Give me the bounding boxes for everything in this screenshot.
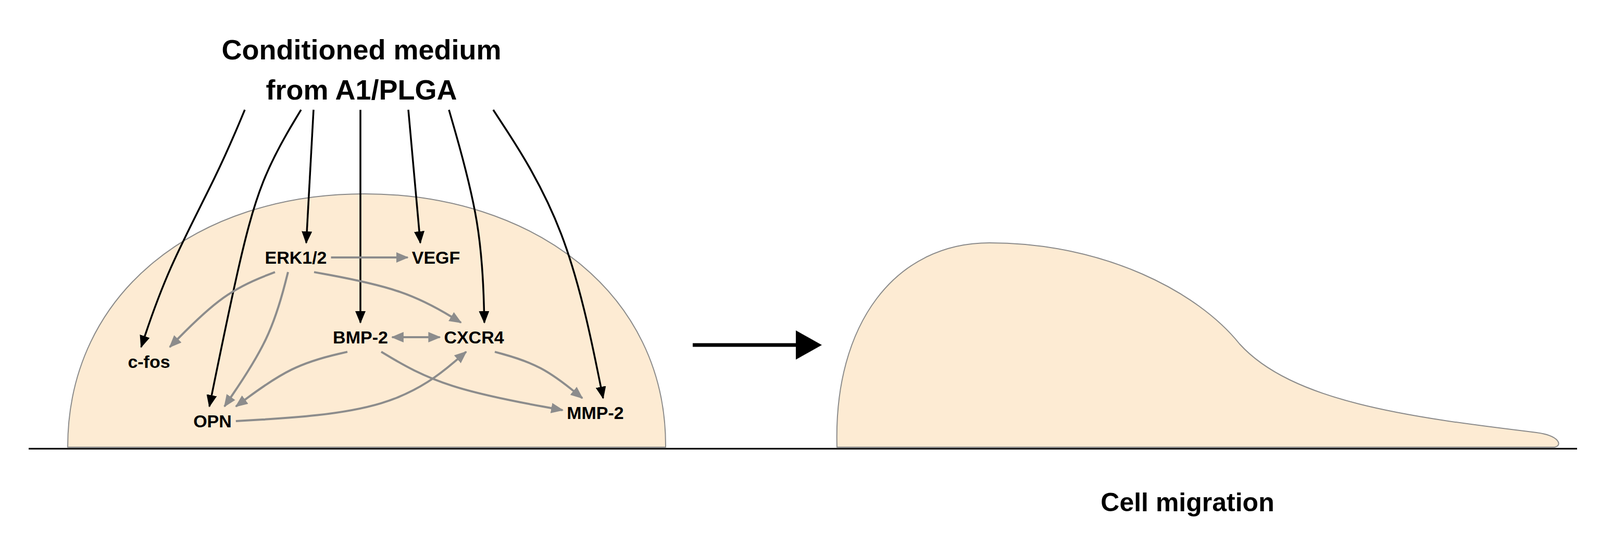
transition-arrow <box>692 343 803 347</box>
signal-arrow <box>494 351 583 398</box>
node-text: BMP-2 <box>332 325 389 349</box>
signal-arrow <box>359 109 362 323</box>
node-text: VEGF <box>411 245 461 269</box>
signal-arrow <box>408 109 421 243</box>
molecule-label: BMP-2 <box>328 322 393 352</box>
signal-arrow <box>169 271 275 347</box>
molecule-label: ERK1/2 <box>260 242 331 272</box>
signal-arrow <box>331 256 408 259</box>
molecule-label: CXCR4 <box>439 322 508 352</box>
signal-arrow <box>448 109 485 323</box>
molecule-label: OPN <box>189 406 236 436</box>
signal-arrow <box>306 109 314 243</box>
signal-arrow <box>381 351 563 410</box>
transition-arrowhead <box>795 330 822 360</box>
node-text: CXCR4 <box>443 325 504 349</box>
molecule-label: c-fos <box>123 346 174 377</box>
molecule-label: VEGF <box>407 242 465 272</box>
signal-arrow <box>224 271 289 407</box>
source-label: Conditioned medium from A1/PLGA <box>189 29 534 110</box>
signal-arrow <box>235 351 467 421</box>
node-text: Conditioned medium from A1/PLGA <box>192 29 531 110</box>
node-text: c-fos <box>127 350 170 373</box>
signal-arrow <box>493 109 604 398</box>
node-text: OPN <box>193 409 232 433</box>
signal-arrow <box>392 335 440 339</box>
ground-line <box>28 447 1578 450</box>
signal-arrow <box>235 351 348 407</box>
migrating-cell <box>836 242 1559 447</box>
node-text: ERK1/2 <box>264 245 327 269</box>
cell-body <box>67 193 666 447</box>
molecule-label: MMP-2 <box>562 397 629 428</box>
caption-label: Cell migration <box>1100 486 1274 518</box>
node-text: MMP-2 <box>566 401 624 424</box>
signal-arrow <box>314 271 461 323</box>
